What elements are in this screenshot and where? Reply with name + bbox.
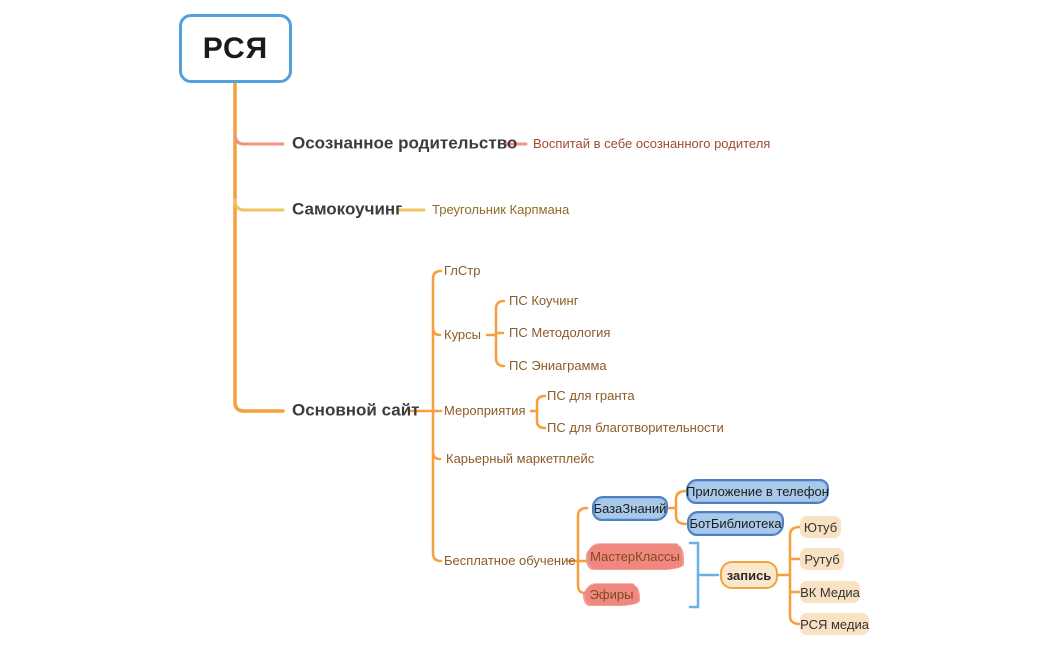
connector-free-bracket [576, 506, 589, 595]
node-ps-grant[interactable]: ПС для гранта [547, 387, 635, 403]
node-glstr[interactable]: ГлСтр [444, 262, 481, 278]
node-rutube[interactable]: Рутуб [800, 548, 844, 570]
connector-mainsite-spine [431, 269, 443, 563]
root-node[interactable]: РСЯ [179, 14, 292, 83]
node-ps-charity[interactable]: ПС для благотворительности [547, 419, 724, 435]
node-bot-library[interactable]: БотБиблиотека [687, 511, 784, 536]
connector-selfcoaching [233, 198, 285, 212]
node-youtube[interactable]: Ютуб [800, 516, 841, 538]
connector-career-tick [431, 450, 442, 461]
node-karpman-triangle[interactable]: Треугольник Карпмана [432, 201, 570, 217]
node-ps-coaching[interactable]: ПС Коучинг [509, 292, 579, 308]
node-main-site[interactable]: Основной сайт [292, 400, 420, 420]
node-selfcoaching[interactable]: Самокоучинг [292, 199, 403, 219]
connector-record-bracket [788, 525, 802, 626]
node-free-education[interactable]: Бесплатное обучение [444, 552, 576, 568]
connector-courses-bracket [494, 299, 506, 368]
connector-kb-bracket [674, 489, 688, 526]
connector-events-bracket [535, 394, 547, 430]
node-vk-media[interactable]: ВК Медиа [800, 581, 860, 603]
node-ps-enneagram[interactable]: ПС Эниаграмма [509, 357, 607, 373]
node-recording[interactable]: запись [720, 561, 778, 589]
node-phone-app[interactable]: Приложение в телефон [686, 479, 829, 504]
node-career-marketplace[interactable]: Карьерный маркетплейс [446, 450, 595, 466]
node-parenting[interactable]: Осознанное родительство [292, 133, 518, 153]
summary-bracket [688, 541, 700, 609]
node-parenting-desc[interactable]: Воспитай в себе осознанного родителя [533, 135, 771, 151]
connector-courses-tick [431, 326, 442, 337]
node-courses[interactable]: Курсы [444, 326, 482, 342]
node-ps-methodology[interactable]: ПС Методология [509, 324, 611, 340]
node-rsya-media[interactable]: РСЯ медиа [800, 613, 869, 635]
node-streams[interactable]: Эфиры [585, 584, 638, 605]
node-knowledge-base[interactable]: БазаЗнаний [592, 496, 668, 521]
node-masterclasses[interactable]: МастерКлассы [588, 544, 682, 569]
node-events[interactable]: Мероприятия [444, 402, 526, 418]
connector-trunk [233, 81, 285, 413]
connector-parenting [233, 132, 285, 146]
